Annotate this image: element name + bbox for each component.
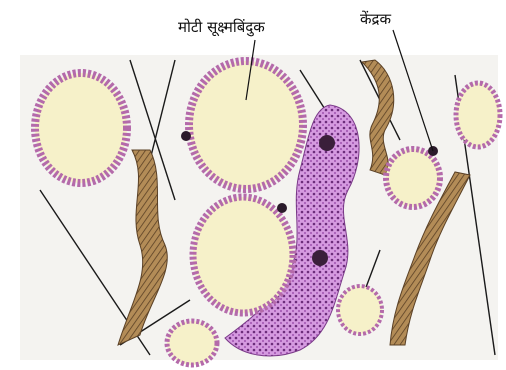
- fat-cell-nucleus: [277, 203, 287, 213]
- large-droplet-label: मोटी सूक्ष्मबिंदुक: [178, 18, 265, 37]
- fat-cell-nucleus: [181, 131, 191, 141]
- fat-cell: [193, 197, 293, 313]
- small-fat-cell: [386, 149, 440, 207]
- fat-cell: [167, 321, 217, 365]
- cluster-nucleus: [312, 250, 328, 266]
- fat-cell: [338, 286, 382, 334]
- large-fat-droplet: [189, 61, 303, 189]
- fat-cell: [456, 83, 500, 147]
- nucleus-label: केंद्रक: [360, 10, 391, 28]
- fat-cell: [35, 73, 127, 183]
- cluster-nucleus: [319, 135, 335, 151]
